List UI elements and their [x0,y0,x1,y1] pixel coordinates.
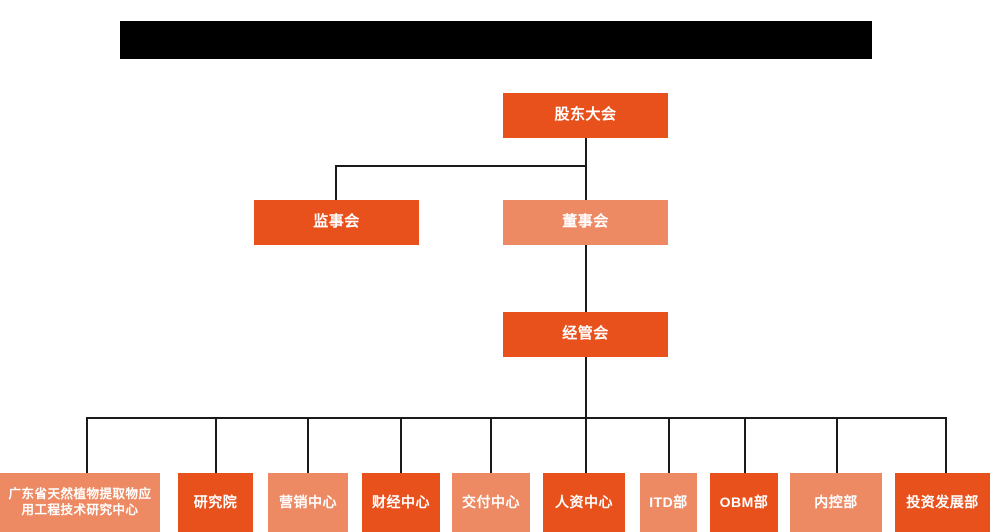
redacted-title-bar [120,21,872,59]
connector-drop-dept-09 [836,417,838,473]
connector-level1-bus [335,165,587,167]
node-dept-investment-development[interactable]: 投资发展部 [895,473,990,532]
node-shareholders-meeting[interactable]: 股东大会 [503,93,668,138]
node-dept-internal-control[interactable]: 内控部 [790,473,882,532]
node-dept-obm[interactable]: OBM部 [710,473,778,532]
connector-directors-to-management [585,245,587,312]
node-dept-finance-center[interactable]: 财经中心 [362,473,440,532]
node-dept-hr-center[interactable]: 人资中心 [543,473,625,532]
connector-to-directors [585,165,587,200]
connector-to-supervisors [335,165,337,200]
connector-shareholders-down [585,138,587,166]
connector-drop-dept-02 [215,417,217,473]
node-board-of-supervisors[interactable]: 监事会 [254,200,419,245]
node-management-committee[interactable]: 经管会 [503,312,668,357]
node-dept-research-institute[interactable]: 研究院 [178,473,253,532]
connector-drop-dept-10 [945,417,947,473]
connector-drop-dept-03 [307,417,309,473]
node-dept-itd[interactable]: ITD部 [640,473,697,532]
node-dept-guangdong-research-center[interactable]: 广东省天然植物提取物应 用工程技术研究中心 [0,473,160,532]
connector-management-down [585,357,587,418]
connector-drop-dept-01 [86,417,88,473]
connector-drop-dept-06 [585,417,587,473]
connector-drop-dept-08 [744,417,746,473]
node-board-of-directors[interactable]: 董事会 [503,200,668,245]
node-dept-marketing-center[interactable]: 营销中心 [268,473,348,532]
node-dept-delivery-center[interactable]: 交付中心 [452,473,530,532]
connector-drop-dept-05 [490,417,492,473]
connector-drop-dept-04 [400,417,402,473]
connector-departments-bus [86,417,945,419]
connector-drop-dept-07 [668,417,670,473]
